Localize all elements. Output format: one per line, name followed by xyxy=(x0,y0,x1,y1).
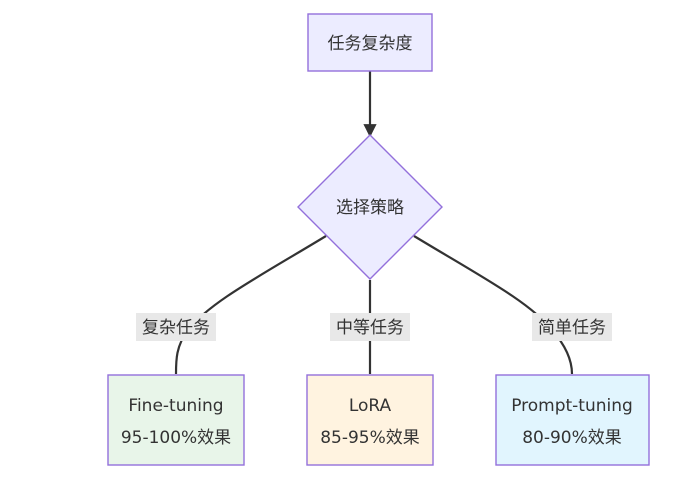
node-prompt-tuning-effect: 80-90%效果 xyxy=(522,428,622,448)
node-fine-tuning[interactable]: Fine-tuning 95-100%效果 xyxy=(107,374,245,466)
edge-decision-to-prompt xyxy=(413,235,574,375)
edge-label-medium-text: 中等任务 xyxy=(336,318,404,338)
edge-label-simple: 简单任务 xyxy=(532,313,612,341)
node-lora[interactable]: LoRA 85-95%效果 xyxy=(306,374,434,466)
node-prompt-tuning[interactable]: Prompt-tuning 80-90%效果 xyxy=(495,374,650,466)
node-fine-tuning-title: Fine-tuning xyxy=(128,396,223,416)
node-fine-tuning-effect: 95-100%效果 xyxy=(121,428,231,448)
node-lora-effect: 85-95%效果 xyxy=(320,428,420,448)
edge-label-complex: 复杂任务 xyxy=(136,313,216,341)
node-prompt-tuning-title: Prompt-tuning xyxy=(511,396,633,416)
edge-decision-to-finetune xyxy=(174,235,327,375)
edge-label-medium: 中等任务 xyxy=(330,313,410,341)
edge-label-complex-text: 复杂任务 xyxy=(142,318,210,338)
node-task-complexity[interactable]: 任务复杂度 xyxy=(307,13,433,72)
node-select-strategy[interactable]: 选择策略 xyxy=(297,134,443,280)
node-task-complexity-label: 任务复杂度 xyxy=(328,34,413,54)
node-select-strategy-label: 选择策略 xyxy=(336,198,404,218)
node-lora-title: LoRA xyxy=(349,396,392,416)
edge-label-simple-text: 简单任务 xyxy=(538,318,606,338)
